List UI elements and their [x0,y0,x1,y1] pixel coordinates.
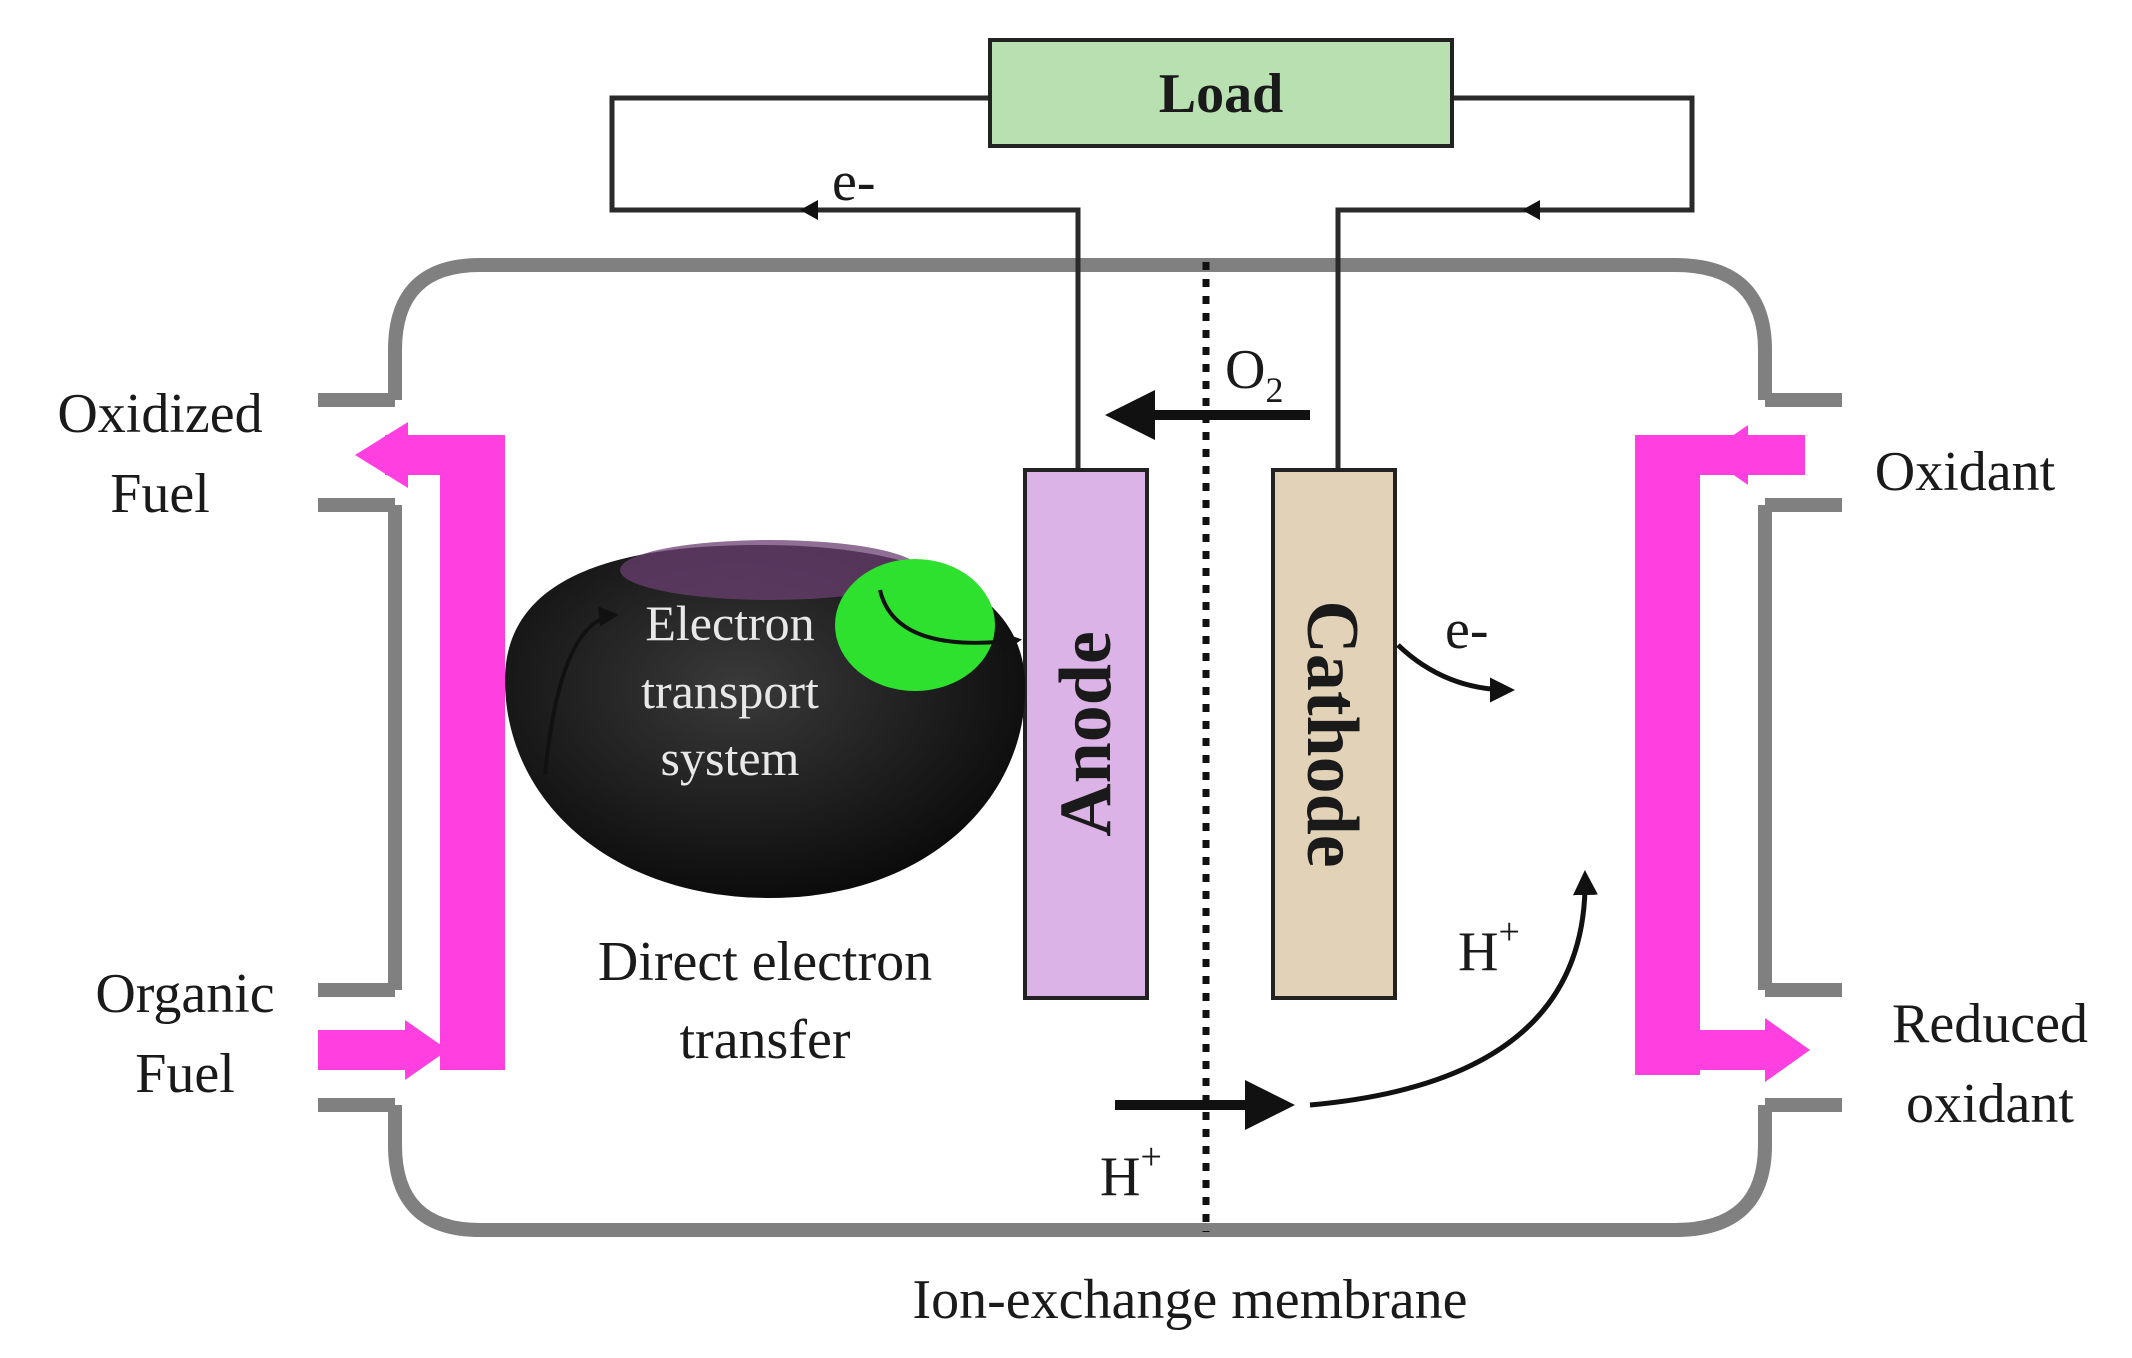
reduced-oxidant-line-1: Reduced [1892,993,2088,1055]
oxidant-flow-path [1635,425,1810,1082]
cathode-electron-arrow [1396,643,1515,703]
cathode-label: Cathode [1291,600,1373,867]
proton-curve-arrow [1309,870,1598,1108]
proton-upper-label: H+ [1458,911,1520,983]
direct-transfer-line-1: Direct electron [598,931,932,993]
load-label: Load [1159,63,1284,125]
organic-fuel-line-2: Fuel [135,1043,235,1105]
oxidized-fuel-line-1: Oxidized [57,383,262,445]
electron-transport-line-1: Electron [645,595,814,651]
wire-electron-label: e- [832,151,876,213]
bacterium-membrane-patch [620,540,920,600]
load-box [988,38,1454,148]
enzyme-electron-arrow [878,589,1022,652]
external-circuit-wire [609,95,1695,470]
enzyme-complex [835,559,995,691]
membrane-caption: Ion-exchange membrane [912,1269,1467,1331]
oxidized-fuel-line-2: Fuel [110,463,210,525]
bacterium-internal-arrow [543,606,619,776]
proton-lower-label: H+ [1100,1136,1162,1208]
oxidant-label: Oxidant [1875,441,2056,503]
oxygen-label: O2 [1225,339,1283,410]
bacterium: Electron transport system [505,540,1026,898]
reduced-oxidant-line-2: oxidant [1906,1073,2074,1135]
wire-arrow-right [1522,200,1540,220]
fuel-flow-path [318,422,505,1080]
cathode-electron-label: e- [1445,599,1489,661]
direct-transfer-line-2: transfer [679,1009,850,1071]
cathode-electrode [1271,468,1397,1000]
organic-fuel-line-1: Organic [95,963,274,1025]
wire-arrow-left [800,200,818,220]
electron-transport-line-2: transport [641,663,819,719]
electron-transport-line-3: system [661,730,800,786]
anode-electrode [1023,468,1149,1000]
anode-label: Anode [1045,631,1127,837]
